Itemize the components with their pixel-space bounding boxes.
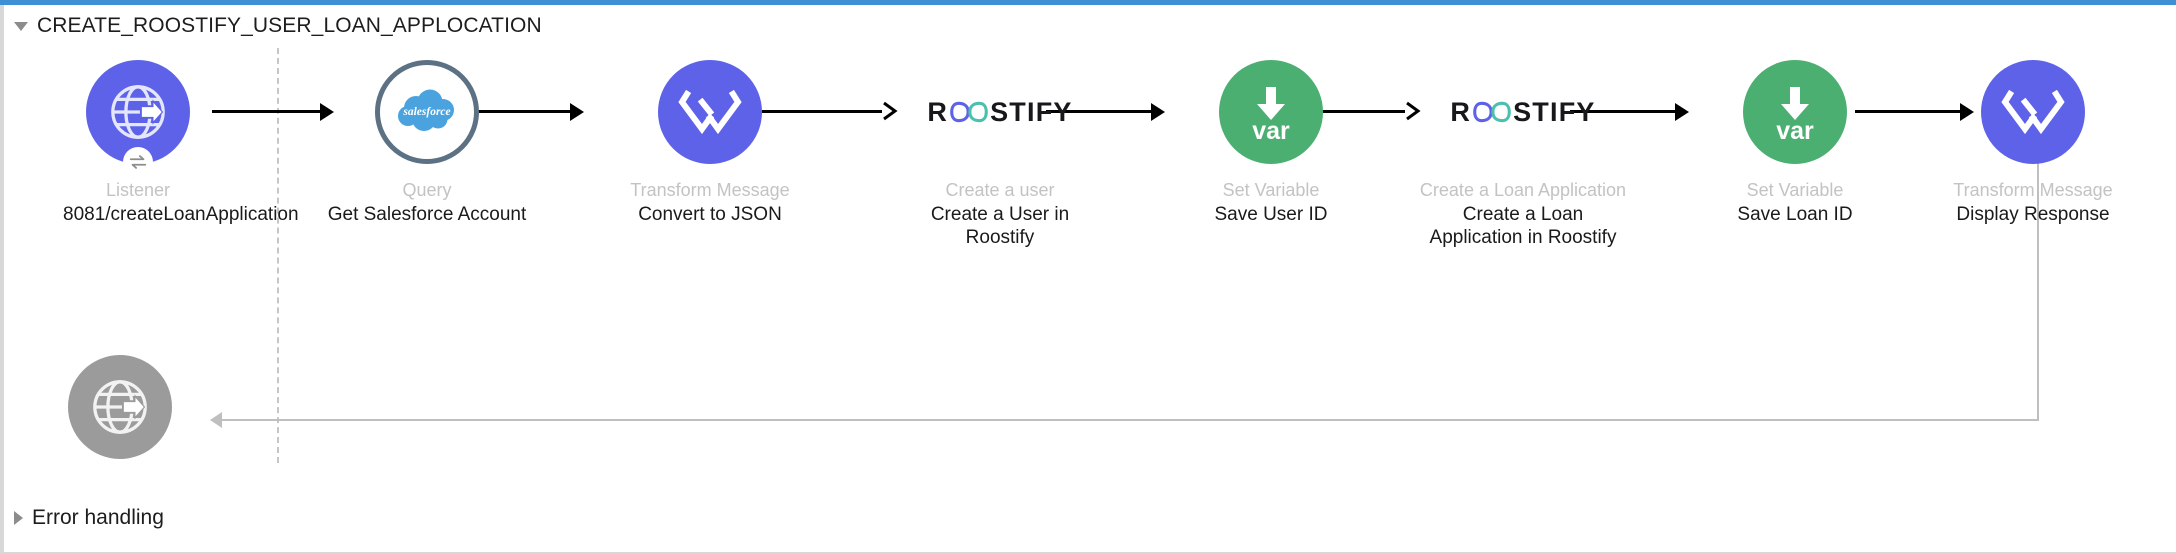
node-type-label: Listener <box>105 180 171 200</box>
roostify-prefix: R <box>927 96 949 127</box>
node-type-label: Query <box>402 180 452 200</box>
node-type-label: Create a user <box>945 180 1055 200</box>
node-salesforce-query[interactable]: salesforce Query Get Salesforce Account <box>322 60 532 227</box>
connector-4-arrowhead <box>1151 102 1165 121</box>
connector-7-arrowhead <box>1960 102 1974 121</box>
node-type-label: Set Variable <box>1222 180 1320 200</box>
listener-badge <box>123 147 153 177</box>
var-down-arrow-icon: var <box>1776 87 1814 145</box>
node-http-response[interactable] <box>68 355 172 459</box>
node-set-user-id[interactable]: var Set Variable Save User ID <box>1166 60 1376 227</box>
connector-1 <box>212 110 320 113</box>
set-variable-icon-circle[interactable]: var <box>1219 60 1323 164</box>
node-transform-response[interactable]: Transform Message Display Response <box>1928 60 2138 227</box>
var-down-arrow-icon: var <box>1252 87 1290 145</box>
connector-3 <box>762 110 882 113</box>
salesforce-cloud-icon: salesforce <box>398 89 454 131</box>
svg-text:salesforce: salesforce <box>402 106 450 118</box>
bidirectional-arrows-icon <box>129 155 147 169</box>
connector-6-arrowhead <box>1675 102 1689 121</box>
connector-6 <box>1570 110 1675 113</box>
node-type-label: Set Variable <box>1746 180 1844 200</box>
node-type-label: Transform Message <box>1953 180 2113 200</box>
roostify-suffix: STIFY <box>990 96 1073 127</box>
page-title: CREATE_ROOSTIFY_USER_LOAN_APPLOCATION <box>37 14 542 37</box>
connector-3-arrowhead <box>883 101 898 121</box>
connector-2 <box>470 110 570 113</box>
response-icon-circle[interactable] <box>68 355 172 459</box>
set-variable-icon-circle[interactable]: var <box>1743 60 1847 164</box>
infinity-loops-icon <box>950 101 988 123</box>
node-name-label: Get Salesforce Account <box>327 204 527 226</box>
node-name-label: Save User ID <box>1214 204 1328 226</box>
node-type-label: Transform Message <box>630 180 790 200</box>
dataweave-icon <box>2001 89 2065 135</box>
error-handling-label: Error handling <box>32 506 164 529</box>
globe-arrow-icon <box>111 85 165 139</box>
transform-icon-circle[interactable] <box>1981 60 2085 164</box>
roostify-wordmark-icon[interactable]: R STIFY <box>927 60 1072 164</box>
canvas-border-bottom <box>0 552 2176 554</box>
roostify-prefix: R <box>1450 96 1472 127</box>
return-path-vertical <box>2037 110 2039 420</box>
node-set-loan-id[interactable]: var Set Variable Save Loan ID <box>1690 60 1900 227</box>
node-name-label: Create a User in Roostify <box>930 204 1070 249</box>
svg-text:var: var <box>1252 117 1290 145</box>
listener-icon-circle[interactable] <box>86 60 190 177</box>
node-create-loan-application[interactable]: R STIFY Create a Loan Application Create… <box>1418 60 1628 250</box>
transform-icon-circle[interactable] <box>658 60 762 164</box>
connector-2-arrowhead <box>570 102 584 121</box>
node-transform-json[interactable]: Transform Message Convert to JSON <box>605 60 815 227</box>
node-create-user[interactable]: R STIFY Create a user Create a User in R… <box>895 60 1105 250</box>
node-listener[interactable]: Listener 8081/createLoanApplication <box>33 60 299 227</box>
connector-4 <box>1046 110 1151 113</box>
triangle-right-icon[interactable] <box>14 511 23 525</box>
roostify-suffix: STIFY <box>1513 96 1596 127</box>
connector-7 <box>1855 110 1960 113</box>
salesforce-icon-circle[interactable]: salesforce <box>375 60 479 164</box>
connector-1-arrowhead <box>320 102 334 121</box>
node-name-label: 8081/createLoanApplication <box>63 204 299 226</box>
node-name-label: Display Response <box>1956 204 2110 226</box>
source-process-divider <box>277 48 279 463</box>
error-handling-section[interactable]: Error handling <box>14 505 164 531</box>
roostify-wordmark-icon[interactable]: R STIFY <box>1450 60 1595 164</box>
selection-border-top <box>0 0 2176 5</box>
flow-header[interactable]: CREATE_ROOSTIFY_USER_LOAN_APPLOCATION <box>14 12 542 40</box>
globe-arrow-icon <box>93 380 147 434</box>
connector-5-arrowhead <box>1406 101 1421 121</box>
node-type-label: Create a Loan Application <box>1419 180 1627 200</box>
svg-text:var: var <box>1776 117 1814 145</box>
triangle-down-icon[interactable] <box>14 21 28 31</box>
node-name-label: Convert to JSON <box>638 204 782 226</box>
connector-5 <box>1285 110 1405 113</box>
infinity-loops-icon <box>1473 101 1511 123</box>
return-path-arrowhead <box>210 412 222 428</box>
return-path-horizontal <box>222 419 2039 421</box>
node-name-label: Save Loan ID <box>1737 204 1853 226</box>
node-name-label: Create a Loan Application in Roostify <box>1429 204 1617 249</box>
canvas-border-left <box>0 5 4 554</box>
dataweave-icon <box>678 89 742 135</box>
